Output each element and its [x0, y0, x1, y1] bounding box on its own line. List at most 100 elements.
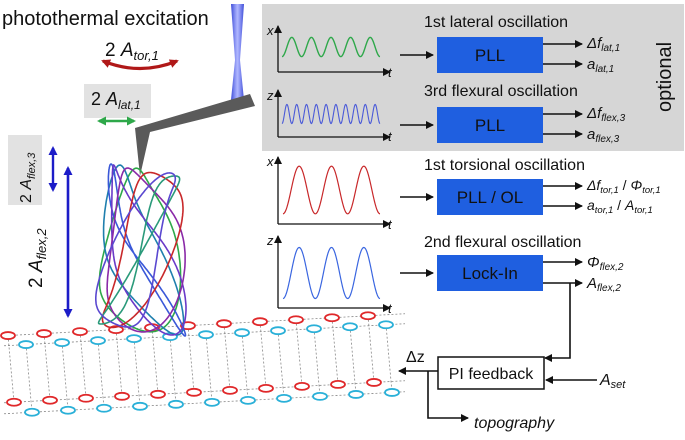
waveform-line	[281, 36, 381, 58]
lattice-bond	[187, 325, 195, 393]
lattice-atom	[378, 320, 394, 330]
lattice-bond	[79, 331, 87, 399]
lattice-bond	[313, 328, 321, 397]
lattice-bond	[205, 334, 213, 403]
lattice-atom	[294, 381, 310, 391]
lattice-bond	[7, 335, 15, 403]
mode-title: 3rd flexural oscillation	[424, 83, 578, 100]
lattice-atom	[258, 383, 274, 393]
pi-feedback-box	[437, 356, 545, 390]
lattice-bond	[115, 329, 123, 397]
lateral-amplitude-label: 2 Alat,1	[91, 89, 141, 112]
lattice-bond	[241, 332, 249, 401]
lattice-atom	[126, 334, 142, 344]
lattice-atom	[360, 311, 376, 321]
waveform-line	[281, 103, 381, 125]
lattice-atom	[384, 388, 400, 397]
mode-title: 1st torsional oscillation	[424, 157, 585, 174]
laser-beam	[231, 4, 244, 100]
axis-y-label: x	[266, 154, 274, 169]
lattice-atom	[240, 395, 256, 405]
topography-label: topography	[474, 415, 555, 432]
dz-label: Δz	[406, 349, 425, 366]
mode-row-flexural-2: 2nd flexural oscillation z t Lock-In Φfl…	[266, 233, 624, 316]
lattice-atom	[348, 390, 364, 399]
lattice-bond	[367, 315, 375, 383]
lattice-atom	[78, 393, 94, 403]
box-label: PLL	[475, 116, 505, 135]
axis-y-label: x	[266, 23, 274, 38]
flex3-label-bg	[8, 135, 42, 205]
output-1-label: Δfflex,3	[586, 105, 626, 124]
lattice-atom	[60, 405, 76, 415]
output-2-label: aflex,3	[587, 126, 620, 145]
pll-box	[437, 107, 543, 143]
lattice-atom	[36, 329, 52, 338]
trajectory-loop	[101, 171, 184, 329]
mode-title: 2nd flexural oscillation	[424, 234, 581, 251]
box-label: PLL	[475, 46, 505, 65]
trajectory-loop	[98, 167, 182, 333]
lock-in-box	[437, 255, 543, 291]
lattice-atom	[288, 315, 304, 325]
mode-row-torsional-1: 1st torsional oscillation x t PLL / OL Δ…	[266, 154, 661, 232]
output-2-label: Aflex,2	[586, 275, 621, 294]
lattice-atom	[18, 340, 34, 349]
lattice-atom	[216, 319, 232, 329]
setpoint-label: Aset	[599, 372, 626, 391]
lattice-atom	[222, 385, 238, 395]
lattice-atom	[186, 387, 202, 397]
trajectory-loop	[106, 167, 186, 333]
mode-row-flexural-3: 3rd flexural oscillation z t PLL Δfflex,…	[266, 83, 626, 145]
output-1-label: Δftor,1 / Φtor,1	[586, 177, 661, 196]
lattice-atom	[54, 338, 70, 347]
lattice-atom	[312, 391, 328, 401]
lattice-atom	[42, 395, 58, 405]
amplitude-to-feedback-line	[544, 283, 571, 362]
lattice-atom	[90, 336, 106, 346]
pll-ol-box	[437, 179, 543, 215]
flex3-amplitude-label: 2 Aflex,3	[18, 152, 38, 203]
mode-row-lateral-1: 1st lateral oscillation x t PLL Δflat,1 …	[266, 14, 620, 80]
lattice-bond	[223, 323, 231, 391]
tip-trajectory	[95, 163, 187, 337]
substrate-lattice	[0, 311, 406, 417]
lattice-bond	[349, 326, 357, 395]
box-label: PLL / OL	[457, 188, 523, 207]
lattice-atom	[330, 380, 346, 389]
lattice-atom	[96, 403, 112, 413]
cantilever	[135, 94, 255, 176]
lattice-bond	[295, 319, 303, 387]
lattice-bond	[43, 333, 51, 401]
lattice-bond	[97, 340, 105, 409]
output-1-label: Φflex,2	[587, 254, 624, 273]
lattice-atom	[270, 326, 286, 336]
lattice-bond	[385, 324, 393, 393]
lattice-atom	[0, 331, 16, 340]
pi-feedback-label: PI feedback	[449, 366, 535, 383]
lattice-bond	[61, 342, 69, 411]
lattice-atom	[24, 407, 40, 417]
lattice-atom	[198, 330, 214, 340]
torsion-arrow	[101, 59, 179, 71]
output-1-label: Δflat,1	[586, 35, 620, 54]
output-2-label: alat,1	[587, 56, 614, 75]
optional-label: optional	[654, 42, 676, 112]
lattice-bond	[151, 327, 159, 395]
lattice-atom	[276, 393, 292, 403]
lattice-bond	[169, 336, 177, 405]
lattice-bond	[331, 317, 339, 385]
lattice-atom	[306, 324, 322, 334]
torsion-amplitude-label: 2 Ator,1	[105, 40, 159, 63]
topography-line	[427, 371, 469, 422]
lattice-atom	[342, 322, 358, 332]
lattice-atom	[114, 391, 130, 401]
lattice-bond	[3, 380, 406, 404]
lattice-atom	[234, 328, 250, 338]
waveform-line	[282, 165, 381, 215]
lattice-bond	[133, 338, 141, 407]
lattice-atom	[150, 389, 166, 399]
flex2-amplitude-label: 2 Aflex,2	[26, 228, 49, 288]
lattice-bond	[259, 321, 267, 389]
